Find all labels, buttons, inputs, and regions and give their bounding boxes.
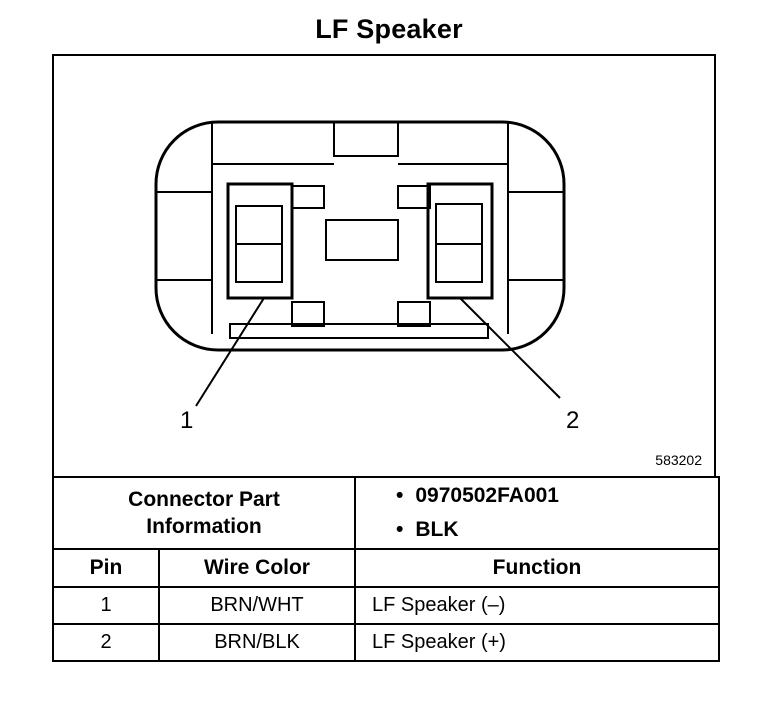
pin-function: LF Speaker (+): [354, 623, 720, 662]
connector-info-label-line2: Information: [146, 515, 262, 538]
callout-label-2: 2: [566, 407, 579, 434]
pin-function: LF Speaker (–): [354, 586, 720, 625]
bottom-rail: [229, 323, 489, 339]
figure-id: 583202: [655, 452, 702, 468]
connector-info-label: Connector Part Information: [52, 476, 356, 550]
header-wire-color: Wire Color: [158, 548, 356, 588]
top-latch: [333, 121, 399, 157]
connector-info-row: Connector Part Information 0970502FA001 …: [52, 476, 720, 550]
connector-diagram: 1 2: [154, 120, 579, 434]
table-row: 1 BRN/WHT LF Speaker (–): [52, 586, 720, 625]
callout-label-1: 1: [180, 407, 193, 434]
page-title: LF Speaker: [315, 14, 463, 44]
small-tab: [291, 301, 325, 327]
terminal-cavity-2: [426, 182, 494, 300]
connector-info-values: 0970502FA001 BLK: [354, 476, 720, 550]
leader-line-1: [195, 297, 265, 407]
wire-color: BRN/BLK: [158, 623, 356, 662]
wire-color: BRN/WHT: [158, 586, 356, 625]
center-key: [325, 219, 399, 261]
connector-pin-table: Connector Part Information 0970502FA001 …: [52, 476, 720, 662]
header-function: Function: [354, 548, 720, 588]
table-row: 2 BRN/BLK LF Speaker (+): [52, 623, 720, 662]
table-header-row: Pin Wire Color Function: [52, 548, 720, 588]
small-tab: [397, 185, 431, 209]
connector-color: BLK: [396, 513, 718, 547]
small-tab: [291, 185, 325, 209]
pin-number: 2: [52, 623, 160, 662]
terminal-cavity-1: [226, 182, 294, 300]
connector-info-label-line1: Connector Part: [128, 488, 280, 511]
pin-number: 1: [52, 586, 160, 625]
leader-line-2: [459, 297, 561, 399]
header-pin: Pin: [52, 548, 160, 588]
small-tab: [397, 301, 431, 327]
connector-part-number: 0970502FA001: [396, 479, 718, 513]
